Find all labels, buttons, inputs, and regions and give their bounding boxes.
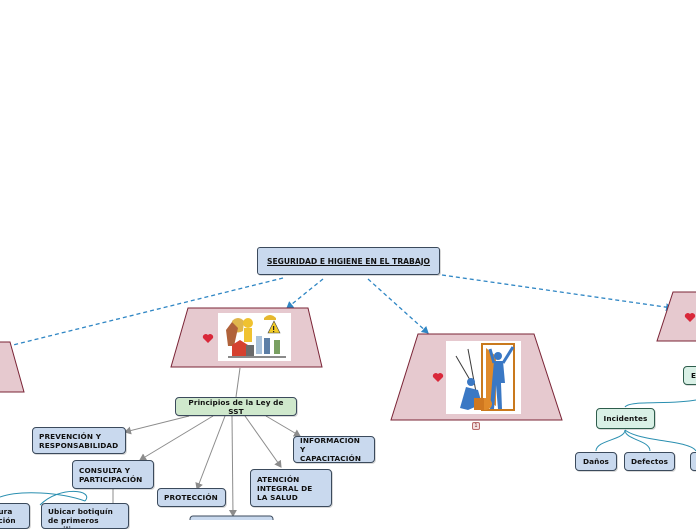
teal-connectors	[0, 399, 696, 506]
heart-icon	[432, 373, 444, 382]
principles-title: Principios de la Ley de SST	[188, 397, 284, 416]
principle-prevencion[interactable]: PREVENCIÓN Y RESPONSABILIDAD	[32, 427, 126, 454]
topic-shapes	[0, 291, 696, 421]
connector-mid-right	[367, 278, 429, 334]
heart-icon	[684, 313, 696, 322]
connector-right	[441, 274, 673, 312]
connector-left	[4, 277, 284, 350]
principle-consulta[interactable]: CONSULTA Y PARTICIPACIÓN	[72, 460, 154, 489]
worker-door-image	[446, 341, 521, 414]
incidentes-node[interactable]: Incidentes	[596, 408, 655, 429]
heart-icons	[202, 313, 696, 382]
root-node-label: SEGURIDAD E HIGIENE EN EL TRABAJO	[266, 256, 430, 266]
topic-shape-left	[0, 341, 25, 393]
principle-connectors	[112, 367, 301, 517]
workers-safety-image	[218, 313, 291, 361]
principle-informacion[interactable]: INFORMACIÓN Y CAPACITACIÓN	[293, 436, 375, 463]
note-badge[interactable]: 1	[472, 422, 480, 430]
heart-icon	[202, 334, 214, 343]
connector-mid-left	[286, 278, 324, 309]
principles-node[interactable]: Principios de la Ley de SST	[175, 397, 297, 416]
node-partial-far-right[interactable]	[690, 452, 696, 471]
node-partial-right[interactable]: E	[683, 366, 696, 385]
topic-shape-right	[656, 291, 696, 342]
node-partial-left[interactable]: gura ución	[0, 503, 30, 529]
principle-atencion[interactable]: ATENCIÓN INTEGRAL DE LA SALUD	[250, 469, 332, 507]
danos-node[interactable]: Daños	[575, 452, 617, 471]
principle-proteccion[interactable]: PROTECCIÓN	[157, 488, 226, 507]
defectos-node[interactable]: Defectos	[624, 452, 675, 471]
node-botiquin[interactable]: Ubicar botiquín de primeros auxilios	[41, 503, 129, 529]
root-node[interactable]: SEGURIDAD E HIGIENE EN EL TRABAJO	[257, 247, 440, 275]
partial-node-bottom	[189, 515, 274, 520]
root-connectors	[4, 274, 673, 350]
